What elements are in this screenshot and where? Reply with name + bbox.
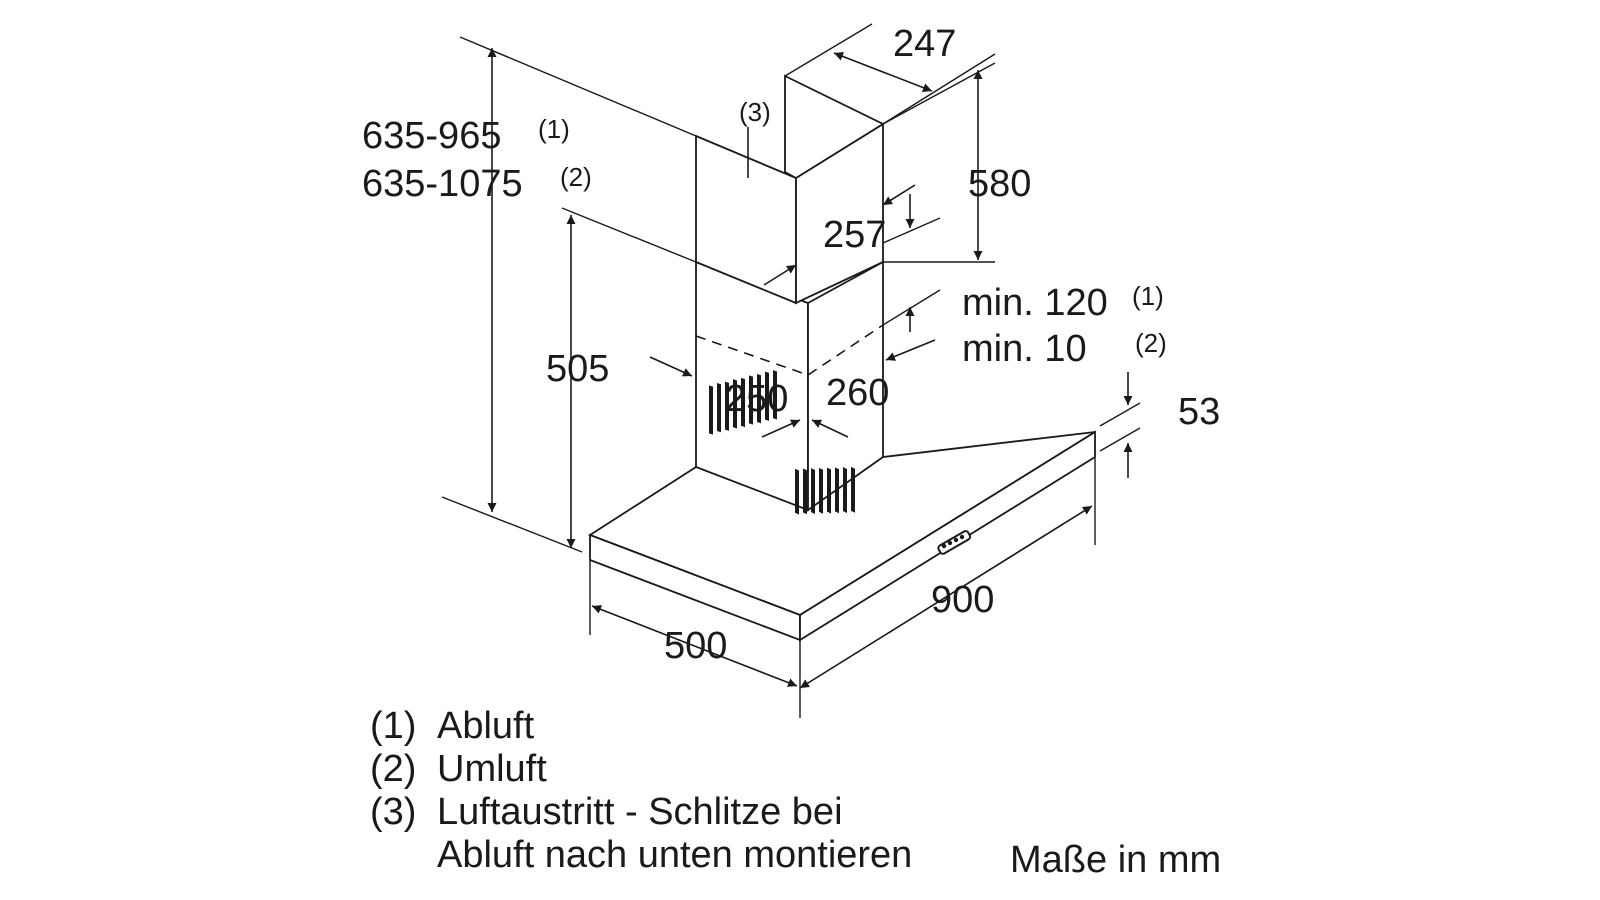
label-lower-chimney-depth: 260	[826, 372, 889, 414]
air-outlet-slots-left	[709, 370, 777, 435]
dimension-lines	[441, 23, 1141, 718]
label-height-total: 635-965	[362, 115, 501, 157]
label-canopy-thickness: 53	[1178, 391, 1220, 433]
dim-247	[833, 52, 933, 92]
label-height-total-note: (1)	[538, 114, 570, 144]
label-height-total-alt: 635-1075	[362, 163, 523, 205]
label-lower-chimney-width: 250	[725, 378, 788, 420]
legend: (1) Abluft (2) Umluft (3) Luftaustritt -…	[370, 705, 1221, 881]
label-gap-min-exhaust-note: (1)	[1132, 281, 1164, 311]
label-gap-min-recirc-note: (2)	[1135, 328, 1167, 358]
dim-900	[799, 505, 1093, 689]
label-canopy-width: 900	[931, 579, 994, 621]
legend-text-3-cont: Abluft nach unten montieren	[437, 834, 912, 876]
upper-chimney-back-panel	[784, 74, 885, 180]
label-lower-chimney-height: 505	[546, 348, 609, 390]
legend-text-3: Luftaustritt - Schlitze bei	[437, 791, 843, 833]
dimension-labels: 635-965 (1) 635-1075 (2) 247 580 257 505…	[362, 23, 1220, 667]
legend-num-1: (1)	[370, 705, 416, 747]
label-upper-chimney-width: 257	[823, 214, 886, 256]
legend-text-1: Abluft	[437, 705, 535, 747]
label-upper-chimney-height: 580	[968, 163, 1031, 205]
units-note: Maße in mm	[1010, 839, 1221, 881]
legend-num-2: (2)	[370, 748, 416, 790]
air-outlet-slots-back	[795, 466, 855, 515]
legend-text-2: Umluft	[437, 748, 547, 790]
label-canopy-depth: 500	[664, 625, 727, 667]
label-gap-min-recirc: min. 10	[962, 328, 1087, 370]
label-height-total-alt-note: (2)	[560, 162, 592, 192]
legend-num-3: (3)	[370, 791, 416, 833]
dim-500	[591, 605, 798, 687]
label-upper-chimney-depth: 247	[893, 23, 956, 65]
lower-chimney-right-face	[807, 260, 884, 512]
label-air-outlet-callout: (3)	[739, 97, 771, 127]
chimney-overlap-line	[695, 324, 884, 376]
label-gap-min-exhaust: min. 120	[962, 282, 1108, 324]
